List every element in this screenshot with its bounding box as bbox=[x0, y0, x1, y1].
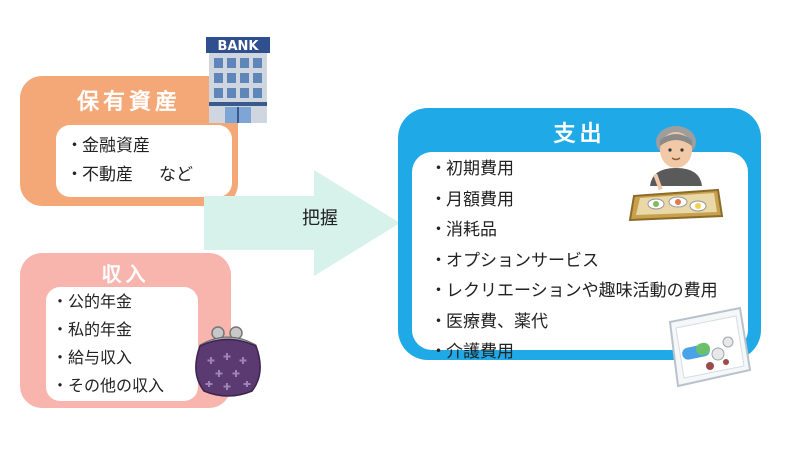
income-title: 収入 bbox=[101, 262, 150, 286]
list-item: ・月額費用 bbox=[430, 189, 514, 210]
coin-purse-icon bbox=[195, 326, 261, 397]
income-list: ・公的年金 ・私的年金 ・給与収入 ・その他の収入 bbox=[46, 287, 198, 401]
expenses-item-label: 介護費用 bbox=[446, 342, 514, 362]
income-item-label: その他の収入 bbox=[68, 376, 165, 395]
income-item-label: 私的年金 bbox=[68, 320, 133, 339]
assets-item-label: 金融資産 bbox=[82, 136, 150, 156]
list-item: ・介護費用 bbox=[430, 342, 514, 362]
expenses-item-label: 初期費用 bbox=[446, 159, 514, 179]
list-item: ・その他の収入 bbox=[52, 376, 165, 395]
income-item-label: 給与収入 bbox=[68, 348, 133, 367]
list-item: ・金融資産 bbox=[66, 136, 150, 156]
assets-etc-label: など bbox=[159, 165, 193, 185]
bank-building-icon: BANK bbox=[206, 37, 270, 123]
list-item: ・レクリエーションや趣味活動の費用 bbox=[430, 281, 718, 301]
bank-sign-text: BANK bbox=[218, 39, 260, 54]
assets-title: 保有資産 bbox=[76, 90, 181, 115]
elderly-man-meal-icon bbox=[628, 126, 724, 222]
expenses-item-label: オプションサービス bbox=[446, 250, 599, 271]
assets-box: 保有資産 ・金融資産 ・不動産など bbox=[20, 76, 238, 206]
list-item: ・給与収入 bbox=[52, 348, 133, 367]
expenses-item-label: 医療費、薬代 bbox=[446, 311, 548, 332]
list-item: ・医療費、薬代 bbox=[430, 311, 548, 332]
income-item-label: 公的年金 bbox=[68, 292, 133, 311]
expenses-item-label: 消耗品 bbox=[446, 220, 497, 240]
expenses-title: 支出 bbox=[553, 122, 606, 147]
list-item: ・不動産など bbox=[66, 165, 193, 185]
list-item: ・消耗品 bbox=[430, 220, 497, 240]
flow-arrow bbox=[204, 170, 400, 276]
list-item: ・私的年金 bbox=[52, 320, 133, 339]
expenses-item-label: レクリエーションや趣味活動の費用 bbox=[446, 281, 718, 301]
assets-item-label: 不動産 bbox=[82, 165, 133, 185]
income-box: 収入 ・公的年金 ・私的年金 ・給与収入 ・その他の収入 bbox=[20, 253, 231, 408]
assets-list: ・金融資産 ・不動産など bbox=[56, 125, 232, 197]
list-item: ・公的年金 bbox=[52, 292, 133, 311]
list-item: ・オプションサービス bbox=[430, 250, 599, 271]
medicine-packet-icon bbox=[668, 306, 752, 388]
list-item: ・初期費用 bbox=[430, 159, 514, 179]
expenses-item-label: 月額費用 bbox=[446, 189, 514, 210]
arrow-label: 把握 bbox=[302, 208, 338, 229]
